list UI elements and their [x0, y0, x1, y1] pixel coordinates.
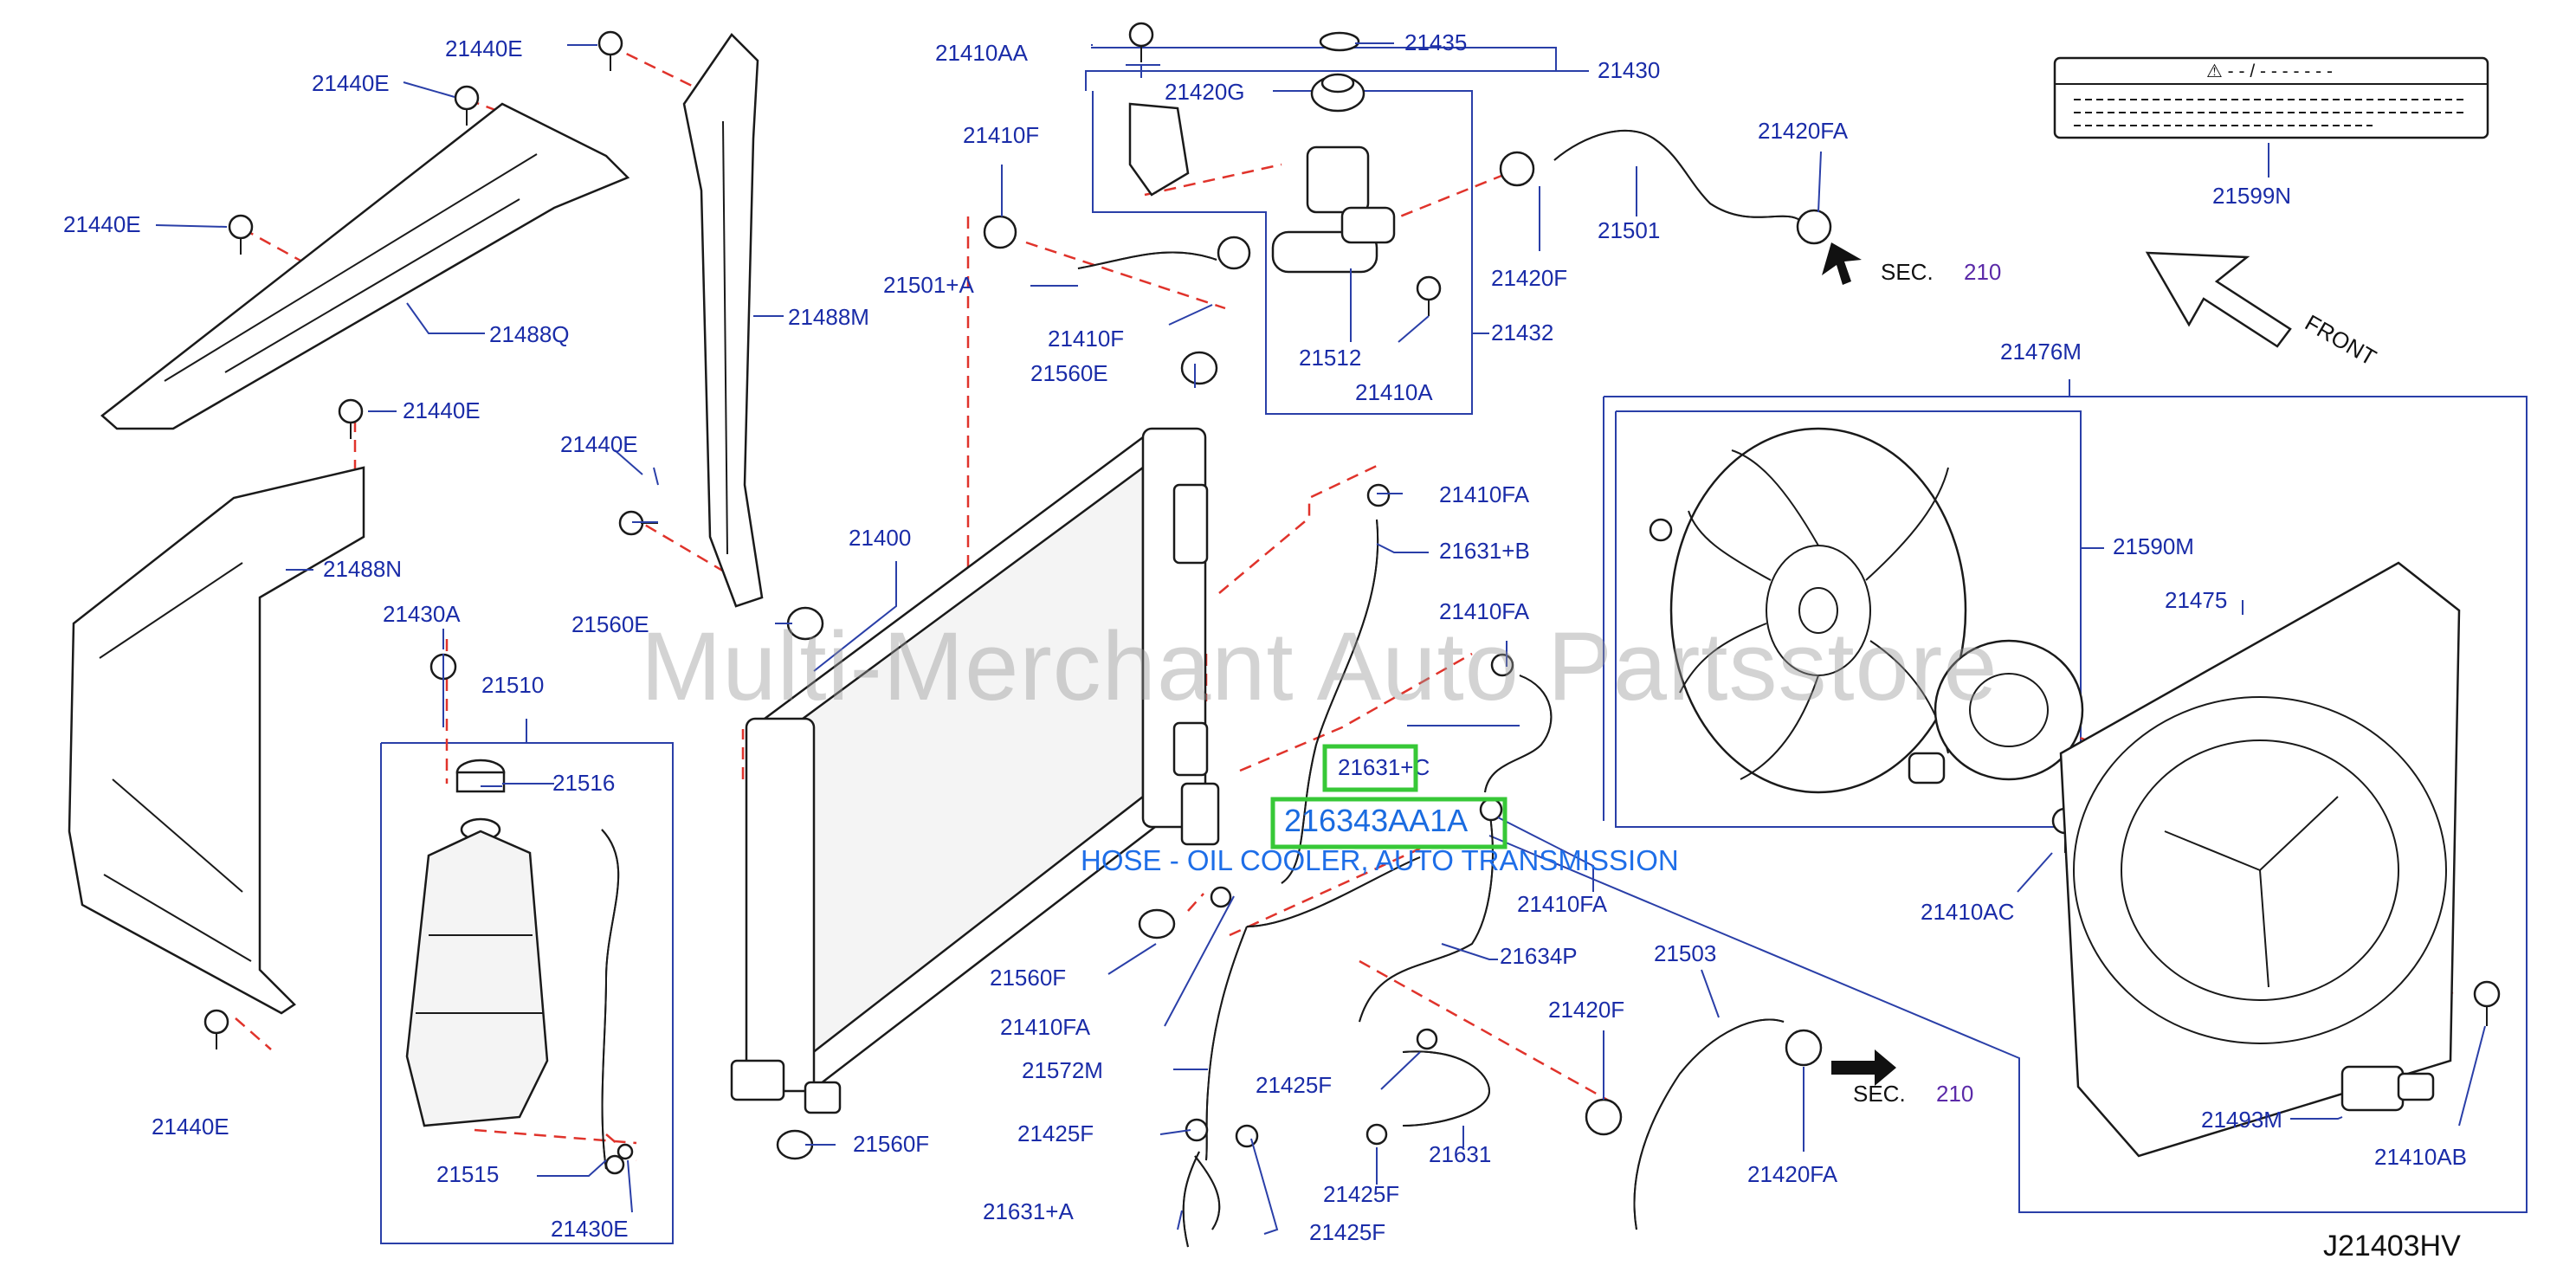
label-21503[interactable]: 21503	[1654, 940, 1716, 966]
label-21420F-2[interactable]: 21420F	[1548, 997, 1624, 1023]
label-21488N[interactable]: 21488N	[323, 556, 402, 582]
label-21510[interactable]: 21510	[481, 672, 544, 698]
radiator-assembly	[730, 351, 1220, 1160]
label-21420FA-2[interactable]: 21420FA	[1747, 1161, 1838, 1187]
label-21488Q[interactable]: 21488Q	[489, 321, 570, 347]
sec-label-upper: SEC.	[1881, 259, 1934, 285]
label-21425F-3[interactable]: 21425F	[1323, 1181, 1399, 1207]
label-21410FA-2[interactable]: 21410FA	[1439, 598, 1530, 624]
label-21410FA-1[interactable]: 21410FA	[1439, 481, 1530, 507]
sec-label-lower: SEC.	[1853, 1081, 1906, 1107]
label-21493M[interactable]: 21493M	[2201, 1107, 2282, 1133]
highlighted-part-code[interactable]: 216343AA1A	[1284, 803, 1469, 838]
label-21515[interactable]: 21515	[436, 1161, 499, 1187]
cooling-fan-assembly	[1669, 427, 2461, 1158]
arrow-right-icon	[1831, 1049, 1896, 1086]
label-21440E-6[interactable]: 21440E	[152, 1114, 229, 1140]
label-21590M[interactable]: 21590M	[2113, 533, 2194, 559]
label-21430E[interactable]: 21430E	[551, 1216, 629, 1242]
label-21631-plus-B[interactable]: 21631+B	[1439, 538, 1530, 564]
label-21634P[interactable]: 21634P	[1500, 943, 1578, 969]
label-21440E-5[interactable]: 21440E	[560, 431, 638, 457]
front-direction-arrow: FRONT	[2145, 251, 2381, 371]
label-21440E-4[interactable]: 21440E	[403, 397, 481, 423]
label-21425F-1[interactable]: 21425F	[1256, 1072, 1332, 1098]
label-21432[interactable]: 21432	[1491, 320, 1553, 345]
label-21631-plus-A[interactable]: 21631+A	[983, 1198, 1074, 1224]
label-21572M[interactable]: 21572M	[1022, 1057, 1103, 1083]
label-21440E-2[interactable]: 21440E	[312, 70, 390, 96]
arrow-right-icon	[1822, 242, 1862, 285]
label-21410A[interactable]: 21410A	[1355, 379, 1433, 405]
highlighted-part-description: HOSE - OIL COOLER, AUTO TRANSMISSION	[1081, 844, 1679, 876]
front-label: FRONT	[2301, 309, 2381, 371]
sec-210-reference-upper: SEC. 210	[1822, 242, 2001, 285]
label-21516[interactable]: 21516	[552, 770, 615, 796]
sec-number-lower: 210	[1936, 1081, 1973, 1107]
highlight-box-216343AA1A	[1270, 797, 1508, 849]
label-21512[interactable]: 21512	[1299, 345, 1361, 371]
label-21410FA-3[interactable]: 21410FA	[1517, 891, 1608, 917]
label-21435[interactable]: 21435	[1404, 29, 1467, 55]
label-21410AA[interactable]: 21410AA	[935, 40, 1029, 66]
caution-label-21599N: ⚠ - - / - - - - - - -	[2053, 56, 2489, 139]
label-21410F-1[interactable]: 21410F	[963, 122, 1039, 148]
sec-number-upper: 210	[1964, 259, 2001, 285]
label-21420G[interactable]: 21420G	[1165, 79, 1245, 105]
diagram-reference-code: J21403HV	[2323, 1230, 2461, 1262]
label-21410AB[interactable]: 21410AB	[2374, 1144, 2467, 1170]
label-21410F-2[interactable]: 21410F	[1048, 326, 1124, 352]
thermostat-and-upper-hoses	[983, 31, 1832, 274]
label-21560E-1[interactable]: 21560E	[1030, 360, 1108, 386]
label-21599N[interactable]: 21599N	[2212, 183, 2291, 209]
label-21440E-1[interactable]: 21440E	[445, 36, 523, 61]
caution-label-text: ⚠ - - / - - - - - - -	[2206, 61, 2333, 81]
label-21560E-2[interactable]: 21560E	[571, 611, 649, 637]
label-21560F-1[interactable]: 21560F	[990, 965, 1066, 991]
leader-lines	[155, 42, 2486, 1235]
label-21631[interactable]: 21631	[1429, 1141, 1491, 1167]
label-21425F-4[interactable]: 21425F	[1309, 1219, 1385, 1245]
label-21420FA-1[interactable]: 21420FA	[1758, 118, 1849, 144]
part-number-labels: 21440E 21440E 21440E 21488Q 21488M 21440…	[63, 29, 2467, 1245]
label-21410AC[interactable]: 21410AC	[1921, 899, 2014, 925]
label-21560F-2[interactable]: 21560F	[853, 1131, 929, 1157]
label-21475[interactable]: 21475	[2165, 587, 2227, 613]
label-21410FA-4[interactable]: 21410FA	[1000, 1014, 1091, 1040]
label-21488M[interactable]: 21488M	[788, 304, 869, 330]
label-21420F-1[interactable]: 21420F	[1491, 265, 1567, 291]
lower-radiator-hose	[1585, 1018, 1823, 1230]
sec-210-reference-lower: SEC. 210	[1831, 1049, 1973, 1107]
label-21400[interactable]: 21400	[849, 525, 911, 551]
label-21430[interactable]: 21430	[1598, 57, 1660, 83]
clips-and-fasteners	[203, 22, 2501, 1049]
label-21425F-2[interactable]: 21425F	[1017, 1120, 1094, 1146]
label-21440E-3[interactable]: 21440E	[63, 211, 141, 237]
reservoir-tank-parts	[405, 759, 634, 1175]
left-air-guide-parts	[68, 33, 764, 1015]
store-watermark: Multi-Merchant Auto Partsstore	[641, 612, 1998, 720]
label-21430A[interactable]: 21430A	[383, 601, 461, 627]
highlight-box-21631-plus-C	[1322, 744, 1418, 792]
label-21501-plus-A[interactable]: 21501+A	[883, 272, 974, 298]
label-21476M[interactable]: 21476M	[2000, 339, 2082, 365]
label-21501[interactable]: 21501	[1598, 217, 1660, 243]
